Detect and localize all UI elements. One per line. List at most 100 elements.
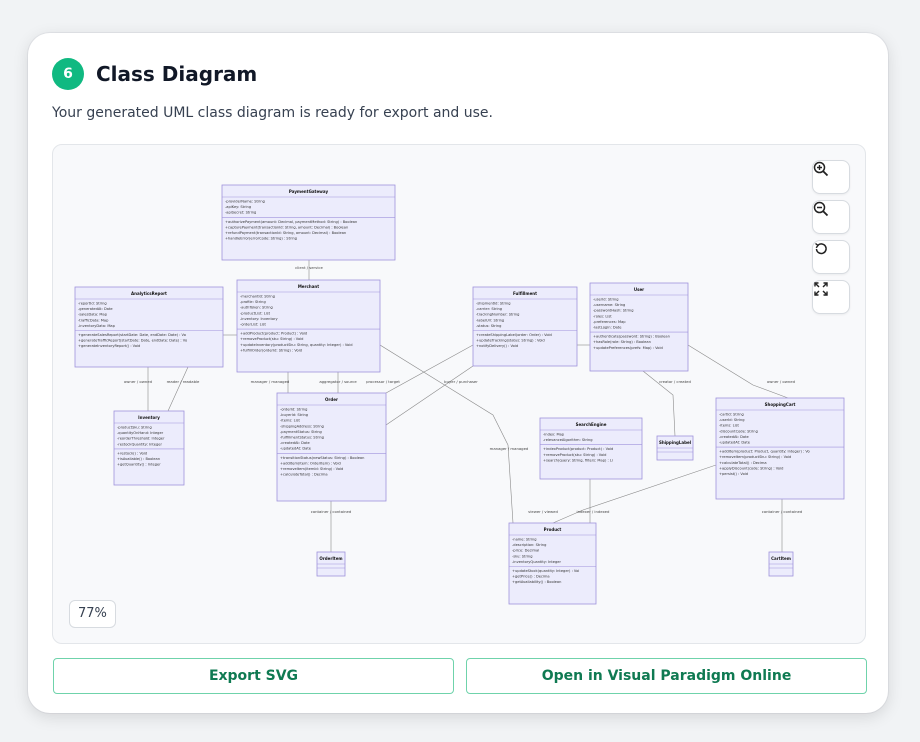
uml-attribute: -cartId: String	[719, 413, 744, 417]
uml-method: +hasRole(role: String) : Boolean	[593, 340, 651, 344]
relation-line: container / contained	[311, 501, 352, 552]
diagram-canvas[interactable]: client / service owner / owned reader / re…	[52, 144, 866, 644]
uml-method: +updateInventory(productSku: String, qua…	[240, 343, 353, 347]
uml-attribute: -userId: String	[593, 298, 619, 302]
relation-label: buyer / purchaser	[444, 379, 478, 384]
uml-attribute: -items: List	[719, 424, 740, 428]
uml-method: +isAvailable() : Boolean	[117, 457, 160, 461]
uml-attribute: -preferences: Map	[593, 320, 626, 324]
uml-method: +calculateTotal() : Decima	[719, 461, 767, 465]
uml-method: +transitionStatus(newStatus: String) : B…	[280, 456, 364, 460]
relation-line: manager / managed	[379, 344, 529, 524]
uml-class-product[interactable]: Product -name: String-description: String…	[508, 522, 597, 605]
export-svg-button[interactable]: Export SVG	[53, 658, 454, 694]
uml-attribute: -paymentStatus: String	[280, 430, 322, 434]
zoom-in-button[interactable]	[812, 160, 850, 194]
uml-attribute: -reorderThreshold: Integer	[117, 437, 165, 441]
uml-method: +refundPayment(transactionId: String, am…	[225, 231, 346, 235]
uml-attribute: -apiKey: String	[225, 205, 251, 209]
uml-attribute: -description: String	[512, 543, 546, 547]
uml-class-name: OrderItem	[319, 556, 342, 561]
uml-attribute: -price: Decimal	[512, 549, 539, 553]
uml-attribute: -passwordHash: String	[593, 309, 634, 313]
uml-attribute: -username: String	[593, 303, 625, 307]
uml-method: +removeItem(productSku: String) : Void	[719, 455, 791, 459]
uml-class-orderitem[interactable]: OrderItem	[316, 551, 346, 577]
uml-attribute: -relevanceAlgorithm: String	[543, 438, 593, 442]
relation-label: indexer / indexed	[577, 509, 610, 514]
uml-class-shippinglabel[interactable]: ShippingLabel	[656, 435, 694, 461]
uml-attribute: -buyerId: String	[280, 413, 308, 417]
uml-attribute: -userId: String	[719, 418, 745, 422]
uml-class-order[interactable]: Order-orderId: String-buyerId: String-it…	[276, 392, 387, 502]
relation-label: processor / target	[366, 379, 400, 384]
relation-line: owner / owned	[687, 344, 796, 399]
relation-line: reader / readable	[167, 366, 200, 412]
uml-attribute: -productList: List	[240, 311, 271, 315]
uml-class-name: User	[634, 287, 644, 292]
relation-label: container / contained	[762, 509, 803, 514]
uml-attribute: -lastLogin: Date	[593, 326, 622, 330]
uml-attribute: -restockQuantity: Integer	[117, 442, 163, 446]
uml-class-analyticsreport[interactable]: AnalyticsReport-reportId: String-generat…	[74, 286, 224, 368]
zoom-out-button[interactable]	[812, 200, 850, 234]
uml-attribute: -apiSecret: String	[225, 211, 256, 215]
uml-class-cartitem[interactable]: CartItem	[768, 551, 794, 577]
zoom-in-icon	[813, 161, 829, 177]
open-visual-paradigm-button[interactable]: Open in Visual Paradigm Online	[466, 658, 867, 694]
uml-method: +fulfillOrder(orderId: String) : Void	[240, 348, 302, 352]
uml-attribute: -salesData: Map	[78, 313, 108, 317]
uml-class-user[interactable]: User -userId: String-username: String -pas…	[589, 282, 689, 372]
uml-attribute: -items: List	[280, 419, 301, 423]
uml-method: +generateTrafficReport(startDate: Date, …	[78, 339, 187, 343]
fit-screen-button[interactable]	[812, 280, 850, 314]
uml-attribute: -updatedAt: Date	[280, 447, 312, 451]
relation-label: client / service	[295, 265, 323, 270]
reset-icon	[815, 242, 827, 255]
uml-attribute: -updatedAt: Date	[719, 441, 751, 445]
uml-attribute: -profile: String	[240, 300, 266, 304]
relation-label: reader / readable	[167, 379, 200, 384]
uml-attribute: -inventoryData: Map	[78, 324, 116, 328]
uml-attribute: -fulfillmentStatus: String	[280, 436, 324, 440]
relation-line: indexer / indexed	[577, 479, 610, 523]
uml-attribute: -discountCode: String	[719, 429, 758, 433]
uml-class-name: ShippingLabel	[659, 440, 692, 445]
uml-attribute: -index: Map	[543, 433, 565, 437]
uml-class-name: SearchEngine	[576, 422, 607, 427]
uml-class-name: Fulfillment	[513, 291, 537, 296]
uml-attribute: -merchantId: String	[240, 295, 275, 299]
uml-class-paymentgateway[interactable]: PaymentGateway-providerName: String-apiK…	[221, 184, 396, 261]
uml-attribute: -labelUrl: String	[476, 318, 504, 322]
uml-attribute: -name: String	[512, 538, 537, 542]
uml-class-fulfillment[interactable]: Fulfillment-shipmentId: String-carrier: …	[472, 286, 578, 367]
uml-class-merchant[interactable]: Merchant -merchantId: String-profile: Str…	[236, 279, 381, 373]
uml-attribute: -providerName: String	[225, 200, 265, 204]
reset-view-button[interactable]	[812, 240, 850, 274]
relation-line: processor / target	[366, 344, 474, 394]
uml-class-shoppingcart[interactable]: ShoppingCart-cartId: String-userId: Stri…	[715, 397, 845, 500]
page-title: Class Diagram	[96, 62, 258, 86]
zoom-out-icon	[813, 201, 829, 217]
uml-attribute: -inventory: Inventory	[240, 317, 279, 321]
uml-method: +getAvailability() : Boolean	[512, 580, 561, 584]
relation-line: container / contained	[762, 499, 803, 552]
uml-attribute: -status: String	[476, 324, 501, 328]
uml-method: +generateInventoryReport() : Void	[78, 344, 140, 348]
uml-class-name: Product	[544, 527, 562, 532]
uml-diagram: client / service owner / owned reader / re…	[74, 184, 845, 605]
uml-attribute: -orderList: List	[240, 323, 266, 327]
uml-method: +persist() : Void	[719, 472, 748, 476]
uml-class-inventory[interactable]: Inventory-productSku: String-quantityOnH…	[113, 410, 185, 486]
uml-attribute: -quantityOnHand: Integer	[117, 431, 164, 435]
uml-attribute: -inventoryQuantity: Integer	[512, 560, 561, 564]
uml-attribute: -trackingNumber: String	[476, 313, 519, 317]
uml-class-searchengine[interactable]: SearchEngine -index: Map-relevanceAlgorit…	[539, 417, 643, 480]
uml-method: +handleError(errorCode: String) : String	[225, 237, 297, 241]
uml-class-name: Merchant	[298, 284, 319, 289]
uml-attribute: -productSku: String	[117, 426, 152, 430]
page-subtitle: Your generated UML class diagram is read…	[52, 105, 493, 121]
uml-method: +removeProduct(sku: String) : Void	[543, 453, 606, 457]
relation-label: manager / managed	[251, 379, 290, 384]
uml-attribute: -trafficData: Map	[78, 318, 109, 322]
